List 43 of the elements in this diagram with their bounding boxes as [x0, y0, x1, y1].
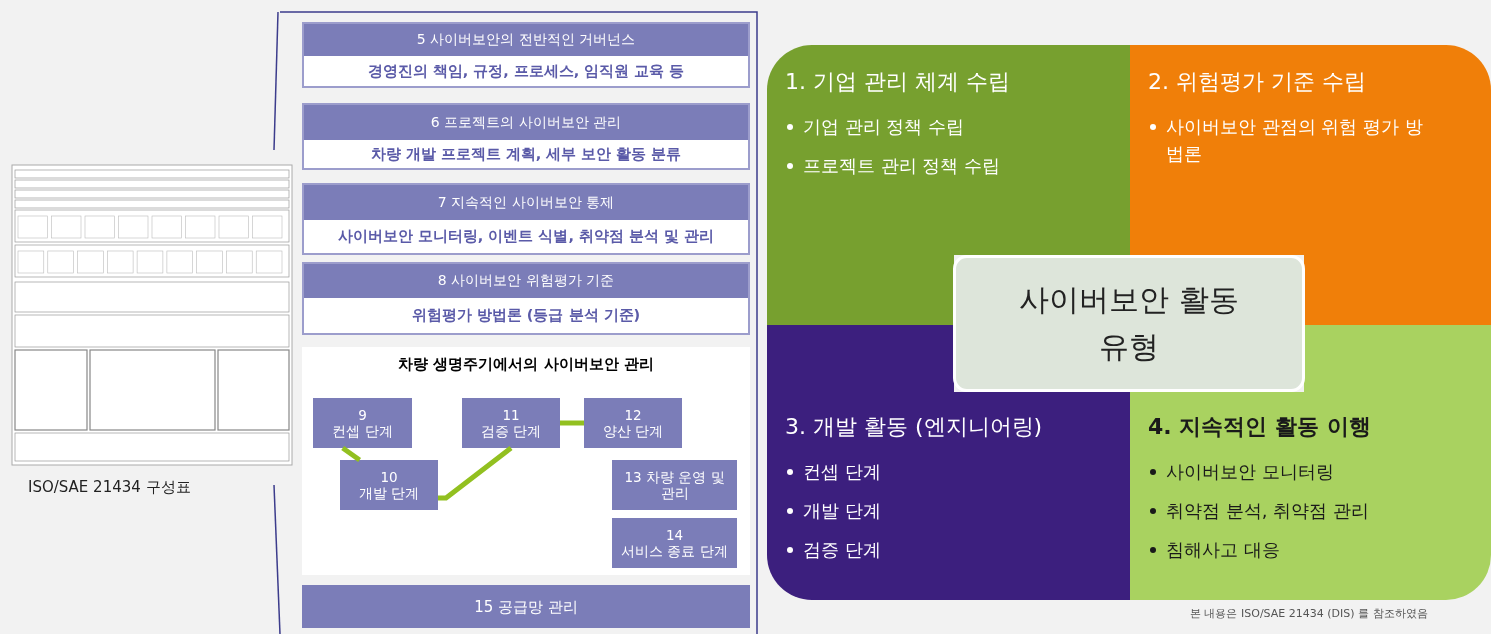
section-header: 6 프로젝트의 사이버보안 관리 — [304, 105, 748, 140]
stage-box: 14 서비스 종료 단계 — [612, 518, 737, 568]
bullet-text: 검증 단계 — [803, 538, 881, 562]
stage-box: 10 개발 단계 — [340, 460, 438, 510]
section-box — [302, 183, 750, 255]
lifecycle-panel — [302, 347, 750, 575]
section-header: 7 지속적인 사이버보안 통제 — [304, 185, 748, 220]
stage-box: 12 양산 단계 — [584, 398, 682, 448]
quadrant-title: 3. 개발 활동 (엔지니어링) — [785, 413, 1044, 441]
quadrant-panel — [1130, 45, 1491, 255]
quadrant-panel — [767, 45, 1130, 255]
stage-box: 9 컨셉 단계 — [313, 398, 412, 448]
section-description: 위험평가 방법론 (등급 분석 기준) — [410, 306, 642, 325]
bullet-text: 개발 단계 — [803, 499, 881, 523]
section-description: 경영진의 책임, 규정, 프로세스, 임직원 교육 등 — [366, 61, 686, 81]
bullet-text: 프로젝트 관리 정책 수립 — [803, 154, 1001, 178]
section-description: 차량 개발 프로젝트 계획, 세부 보안 활동 분류 — [369, 144, 683, 164]
section-box — [302, 262, 750, 335]
bullet-text: 침해사고 대응 — [1166, 538, 1280, 562]
connector-line — [438, 446, 513, 501]
stage-box: 15 공급망 관리 — [302, 585, 750, 628]
center-label-box: 사이버보안 활동 유형 — [953, 255, 1305, 392]
section-box — [302, 22, 750, 88]
section-description: 사이버보안 모니터링, 이벤트 식별, 취약점 분석 및 관리 — [336, 227, 716, 246]
figure-caption: ISO/SAE 21434 구성표 — [28, 478, 191, 497]
quadrant-title: 2. 위험평가 기준 수립 — [1148, 68, 1367, 96]
quadrant-title: 1. 기업 관리 체계 수립 — [785, 68, 1011, 96]
quadrant-panel — [767, 392, 1130, 600]
bullet-text: 기업 관리 정책 수립 — [803, 115, 965, 139]
connector-line — [560, 420, 584, 426]
stage-box: 11 검증 단계 — [462, 398, 560, 448]
quadrant-panel — [1130, 392, 1491, 600]
stage-box: 13 차량 운영 및 관리 — [612, 460, 737, 510]
bullet-text: 사이버보안 모니터링 — [1166, 460, 1334, 484]
bullet-text: 사이버보안 관점의 위험 평가 방법론 — [1166, 115, 1424, 166]
bullet-text: 취약점 분석, 취약점 관리 — [1166, 499, 1369, 523]
section-box — [302, 103, 750, 170]
bullet-text: 컨셉 단계 — [803, 460, 881, 484]
quadrant-title: 4. 지속적인 활동 이행 — [1148, 413, 1372, 441]
connector-line — [341, 445, 362, 463]
section-header: 5 사이버보안의 전반적인 거버넌스 — [304, 24, 748, 56]
panel-title: 차량 생명주기에서의 사이버보안 관리 — [397, 355, 655, 374]
section-header: 8 사이버보안 위험평가 기준 — [304, 264, 748, 298]
